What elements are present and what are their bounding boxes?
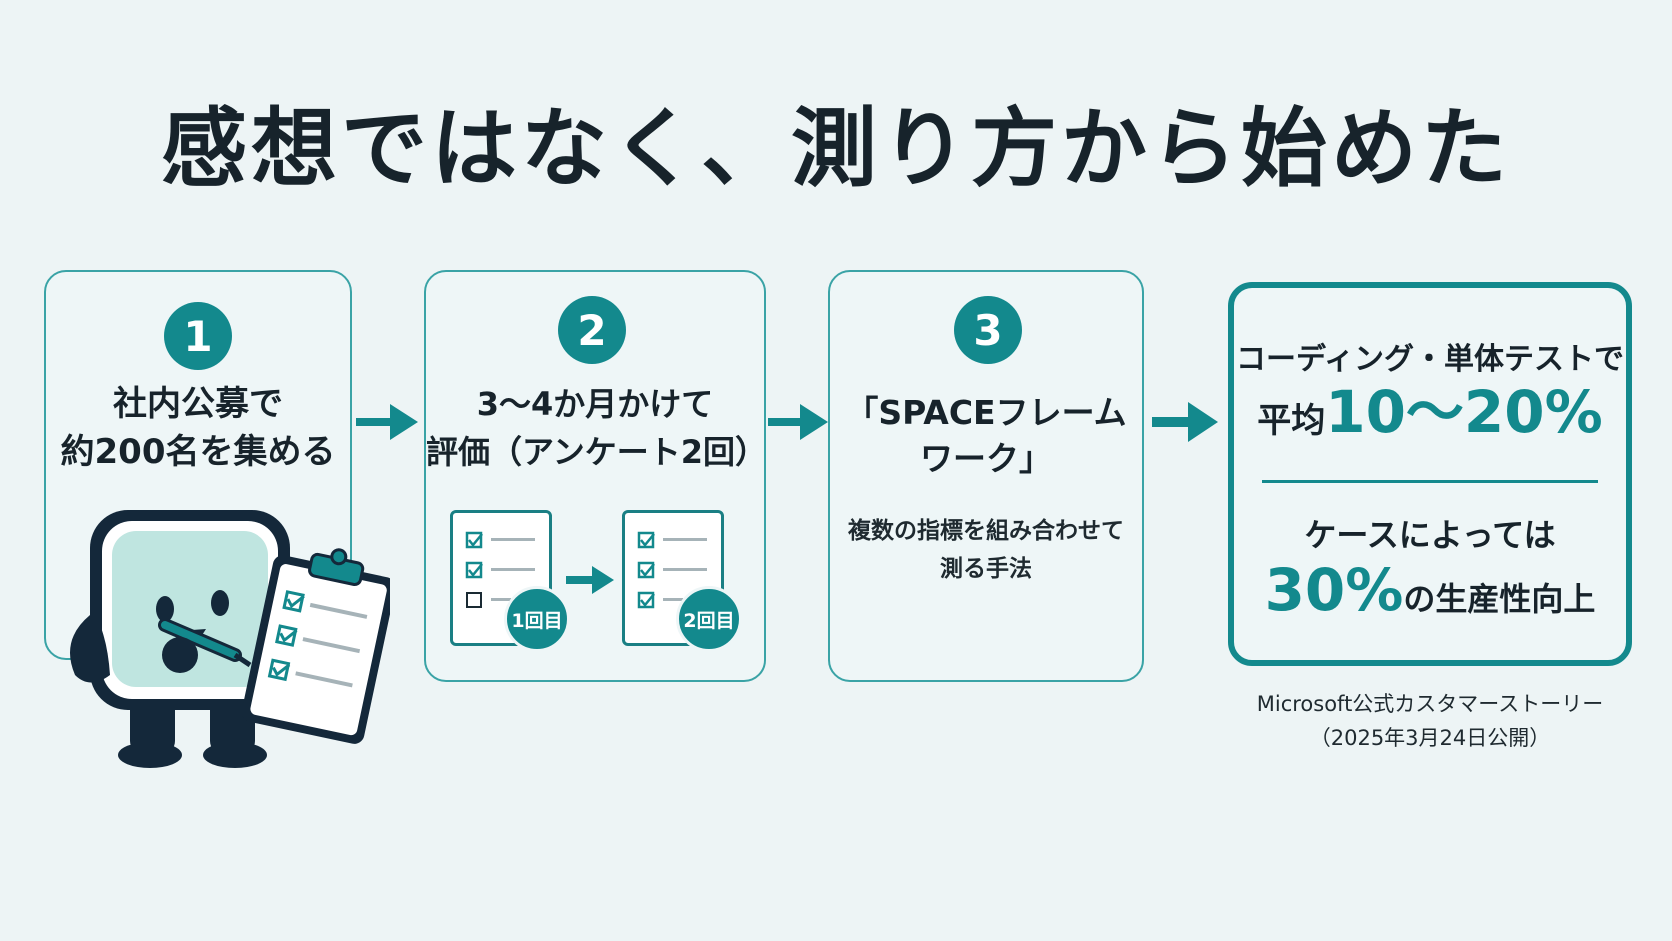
step-3-description-line-2: 測る手法 [940,556,1032,582]
step-3-line-1: 「SPACEフレーム [845,393,1127,432]
step-card-3: 3 「SPACEフレーム ワーク」 複数の指標を組み合わせて 測る手法 [828,270,1144,682]
pen-icon [158,618,252,673]
result-line-1: コーディング・単体テストで [1236,342,1624,377]
arrow-right-icon [768,404,828,440]
result-value-2: 30% [1264,556,1404,624]
mascot-illustration [70,510,390,768]
step-number-2: 2 [558,296,626,364]
step-2-text: 3～4か月かけて 評価（アンケート2回） [426,380,767,476]
result-value-1: 10～20% [1325,378,1603,446]
step-number-1: 1 [164,302,232,370]
checklist-icon [465,531,535,608]
step-1-line-1: 社内公募で [113,384,283,424]
arrow-right-icon [356,404,418,440]
step-1-text: 社内公募で 約200名を集める [46,380,350,476]
result-line-4: 30%の生産性向上 [1234,550,1626,645]
arrow-right-icon [566,566,614,594]
step-3-description: 複数の指標を組み合わせて 測る手法 [830,512,1142,588]
survey-document-1 [450,510,552,646]
checklist-icon [637,531,707,609]
step-3-description-line-1: 複数の指標を組み合わせて [848,518,1124,544]
step-number-3: 3 [954,296,1022,364]
result-divider [1262,480,1598,483]
arrow-right-icon [1152,402,1218,442]
badge-round-1: 1回目 [504,586,570,652]
result-line-2: 平均10～20% [1234,372,1626,467]
step-card-2: 2 3～4か月かけて 評価（アンケート2回） 1回目 [424,270,767,682]
result-card: コーディング・単体テストで 平均10～20% ケースによっては 30%の生産性向… [1228,282,1632,666]
page-title: 感想ではなく、測り方から始めた [161,99,1511,199]
step-2-line-2: 評価（アンケート2回） [426,433,767,471]
step-3-line-2: ワーク」 [920,439,1052,478]
result-line-3: ケースによっては [1304,516,1556,554]
clipboard-icon [241,548,390,744]
result-prefix: 平均 [1257,401,1326,441]
source-line-2: （2025年3月24日公開） [1309,726,1551,750]
source-line-1: Microsoft公式カスタマーストーリー [1256,692,1604,716]
step-3-text: 「SPACEフレーム ワーク」 [830,390,1142,482]
result-suffix: の生産性向上 [1403,580,1596,618]
step-2-line-1: 3～4か月かけて [476,385,714,423]
badge-round-2: 2回目 [676,586,742,652]
step-1-line-2: 約200名を集める [60,432,336,472]
